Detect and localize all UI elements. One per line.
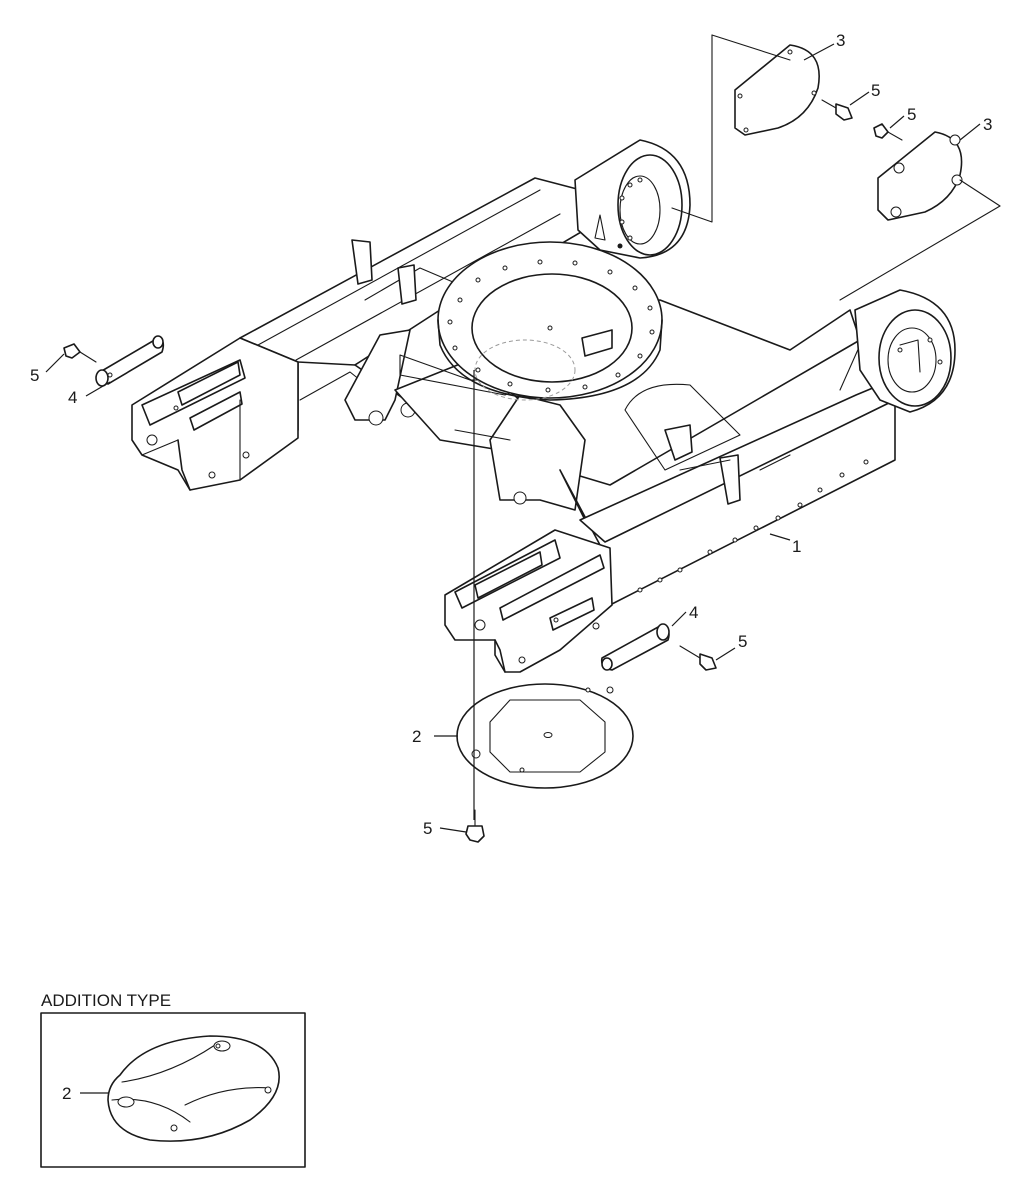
inset-cover-plate [107,1035,280,1142]
left-front-idler-bracket [131,337,299,491]
cover-plate-right [877,131,963,221]
addition-type-inset: ADDITION TYPE 2 [40,991,306,1168]
callout-leaders [45,43,981,1094]
bolt-bottom [465,809,485,843]
left-rear-idler-housing [574,139,691,259]
bolt-top-right [873,123,903,141]
right-rear-idler-housing [854,289,956,413]
callout-2-inset: 2 [62,1084,71,1103]
callout-1: 1 [792,537,801,556]
right-front-idler-bracket [444,529,613,673]
callout-5-right: 5 [738,632,747,651]
callout-3-top: 3 [836,31,845,50]
callout-3-right: 3 [983,115,992,134]
adjuster-link-left [95,335,165,387]
callout-5-top-cover: 5 [871,81,880,100]
inset-frame [40,1012,306,1168]
callout-5-bottom: 5 [423,819,432,838]
bolt-right [679,645,717,671]
bolt-left [63,343,97,363]
swing-circle [437,241,663,401]
callout-5-top-right: 5 [907,105,916,124]
cover-reference-lines [671,34,1001,301]
bottom-cover-plate [456,683,634,789]
bolt-top-cover [821,99,853,121]
adjuster-link-right [600,623,670,671]
center-frame [344,241,861,511]
lower-frame [131,139,956,673]
cover-plate-top [734,44,820,136]
inset-title: ADDITION TYPE [41,991,171,1010]
callout-2-main: 2 [412,727,421,746]
callout-5-left: 5 [30,366,39,385]
callout-4-left: 4 [68,388,77,407]
callout-4-right: 4 [689,603,698,622]
left-side-frame [239,177,611,431]
